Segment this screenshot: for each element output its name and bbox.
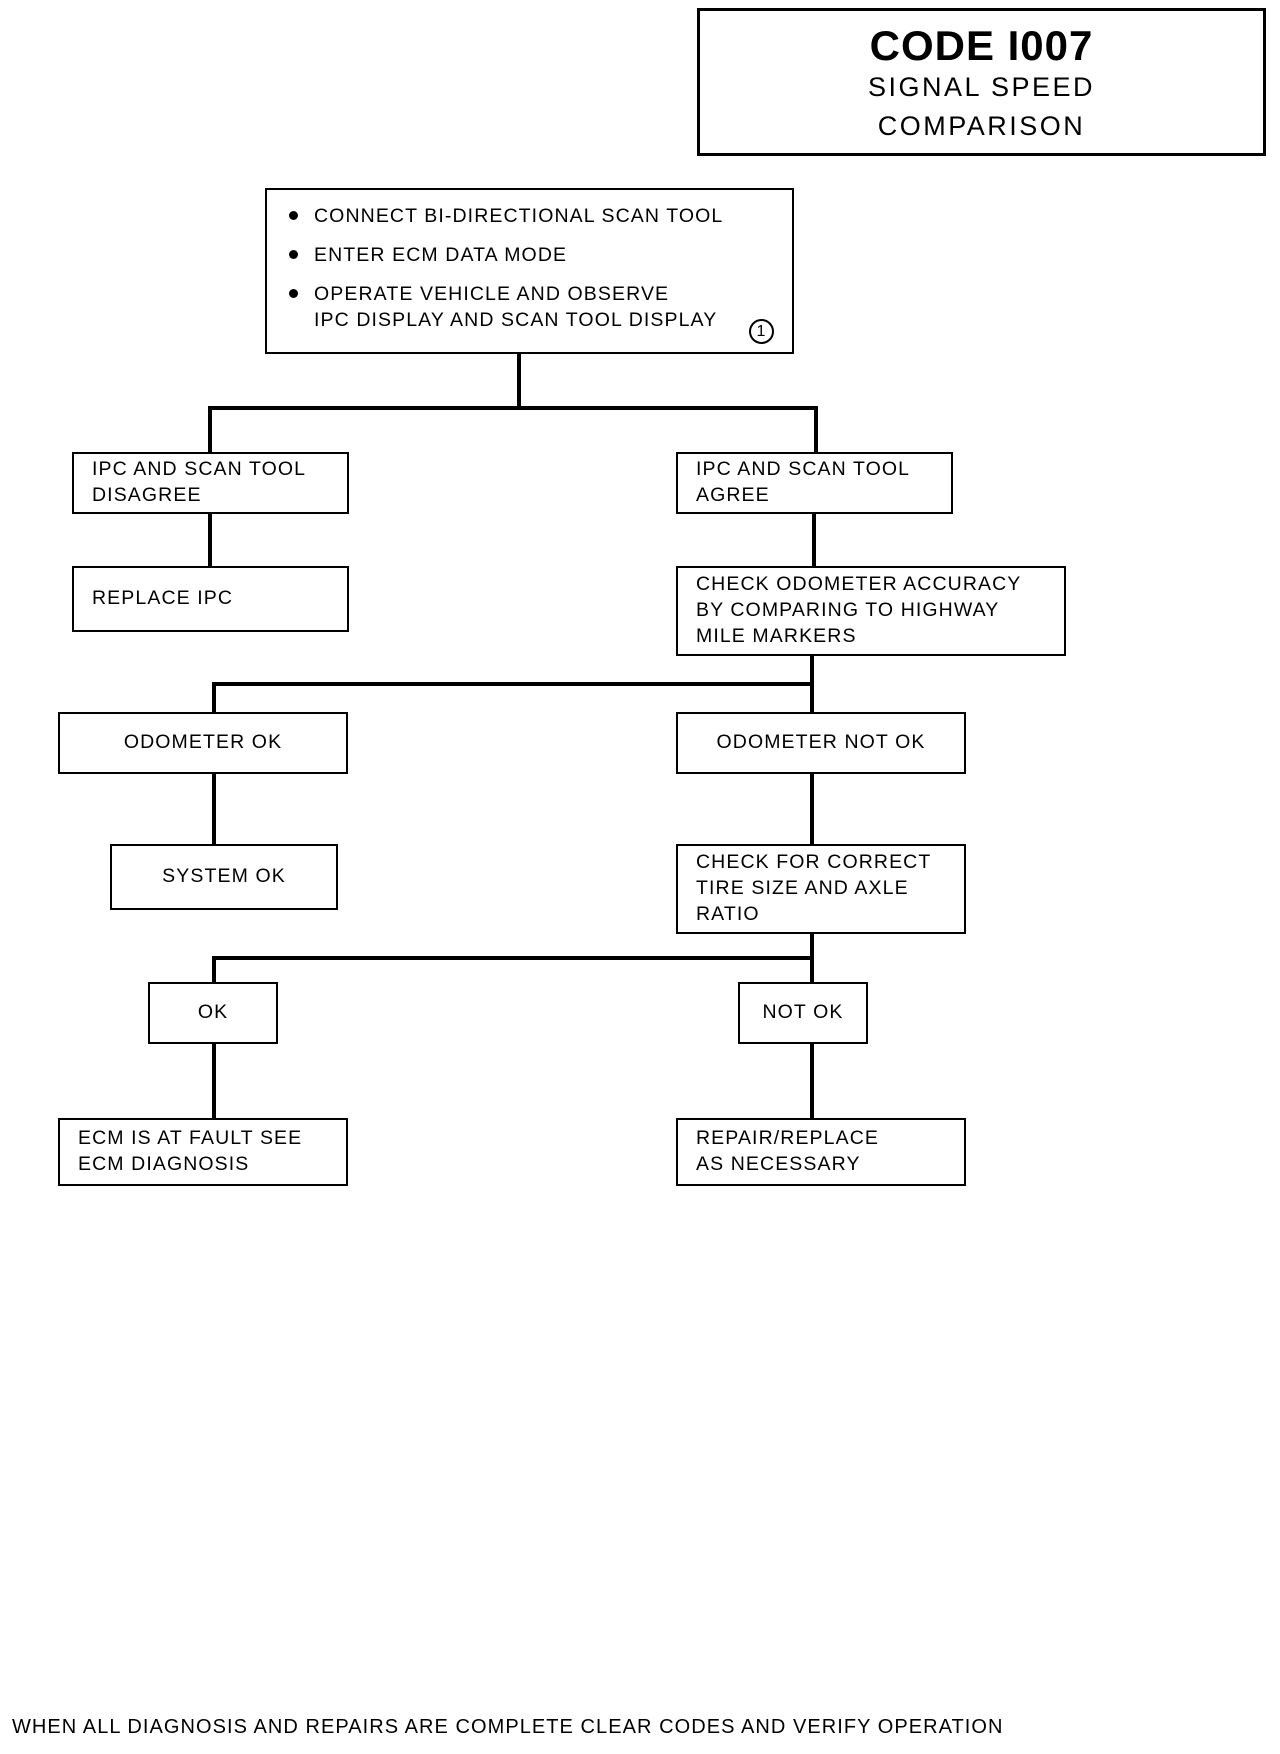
connector-branch3-horizontal [214, 956, 814, 960]
node-replace-ipc: REPLACE IPC [72, 566, 349, 632]
bullet-dot-icon [289, 249, 298, 259]
instruction-bullet: ENTER ECM DATA MODE [267, 243, 792, 269]
bullet-line: OPERATE VEHICLE AND OBSERVE [314, 282, 670, 305]
connector-branch3-right-down [810, 956, 814, 984]
node-check-tire: CHECK FOR CORRECT TIRE SIZE AND AXLE RAT… [676, 844, 966, 934]
connector-disagree-down [208, 514, 212, 566]
connector-branch1-right-down [814, 406, 818, 454]
bullet-line: CONNECT BI-DIRECTIONAL SCAN TOOL [314, 205, 724, 227]
connector-branch2-horizontal [214, 682, 814, 686]
node-repair-replace: REPAIR/REPLACE AS NECESSARY [676, 1118, 966, 1186]
connector-branch2-right-down [810, 682, 814, 714]
code-subtitle-line1: SIGNAL SPEED [867, 72, 1096, 103]
connector-odometer-ok-down [212, 774, 216, 844]
bullet-dot-icon [289, 211, 298, 220]
node-check-odometer: CHECK ODOMETER ACCURACY BY COMPARING TO … [676, 566, 1066, 656]
bullet-line: IPC DISPLAY AND SCAN TOOL DISPLAY [314, 308, 718, 331]
connector-tire-down [810, 934, 814, 958]
connector-start-down [517, 354, 521, 408]
connector-agree-down [812, 514, 816, 566]
node-ok: OK [148, 982, 278, 1044]
connector-not-ok-down [810, 1044, 814, 1120]
instruction-bullet-text: ENTER ECM DATA MODE [314, 243, 567, 269]
footer-note: WHEN ALL DIAGNOSIS AND REPAIRS ARE COMPL… [12, 1716, 1004, 1738]
node-ipc-agree: IPC AND SCAN TOOL AGREE [676, 452, 953, 514]
node-odometer-not-ok: ODOMETER NOT OK [676, 712, 966, 774]
instruction-bullet: OPERATE VEHICLE AND OBSERVE IPC DISPLAY … [267, 282, 792, 334]
connector-branch3-left-down [212, 956, 216, 984]
bullet-dot-icon [289, 288, 298, 298]
node-ipc-disagree: IPC AND SCAN TOOL DISAGREE [72, 452, 349, 514]
connector-ok-down [212, 1044, 216, 1120]
bullet-line: ENTER ECM DATA MODE [314, 243, 568, 266]
node-odometer-ok: ODOMETER OK [58, 712, 348, 774]
instruction-bullet: CONNECT BI-DIRECTIONAL SCAN TOOL [267, 204, 792, 230]
title-block: CODE I007 SIGNAL SPEED COMPARISON [697, 8, 1266, 156]
instruction-bullet-text: OPERATE VEHICLE AND OBSERVE IPC DISPLAY … [314, 282, 717, 334]
code-title: CODE I007 [869, 22, 1094, 69]
node-not-ok: NOT OK [738, 982, 868, 1044]
instruction-box: CONNECT BI-DIRECTIONAL SCAN TOOL ENTER E… [265, 188, 794, 354]
instruction-bullet-text: CONNECT BI-DIRECTIONAL SCAN TOOL [314, 204, 723, 230]
connector-branch1-horizontal [210, 406, 818, 410]
connector-odometer-down [810, 656, 814, 684]
node-system-ok: SYSTEM OK [110, 844, 338, 910]
connector-branch2-left-down [212, 682, 216, 714]
code-subtitle-line2: COMPARISON [877, 110, 1086, 141]
connector-branch1-left-down [208, 406, 212, 454]
step-marker-1: 1 [749, 319, 774, 344]
connector-odometer-not-ok-down [810, 774, 814, 844]
node-ecm-fault: ECM IS AT FAULT SEE ECM DIAGNOSIS [58, 1118, 348, 1186]
